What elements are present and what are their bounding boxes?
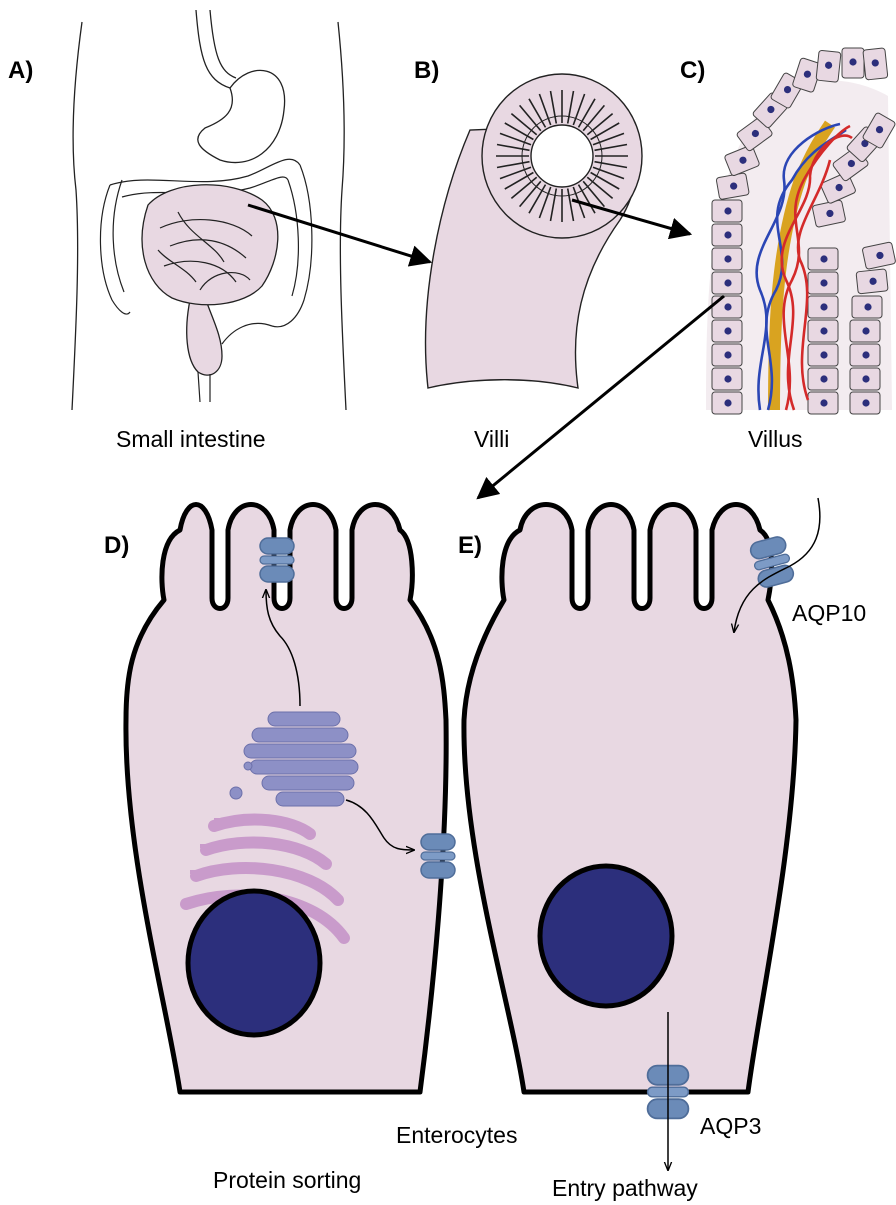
epithelial-cell [808, 368, 838, 390]
epithelial-cell [850, 368, 880, 390]
epithelial-cell [808, 320, 838, 342]
epithelial-cell [712, 272, 742, 294]
lateral-aquaporin-d [421, 834, 455, 878]
epithelial-cell [808, 248, 838, 270]
panel-c-label: C) [680, 57, 705, 84]
epithelial-cell [850, 392, 880, 414]
epithelial-cell [850, 320, 880, 342]
epithelial-cell [850, 344, 880, 366]
epithelial-cell [852, 296, 882, 318]
epithelial-cell [716, 173, 749, 200]
villus [706, 48, 896, 414]
nucleus-d [188, 891, 320, 1035]
apical-aquaporin-d [260, 538, 294, 582]
epithelial-cell [712, 248, 742, 270]
panel-b-label: B) [414, 57, 439, 84]
panel-d-caption: Protein sorting [213, 1167, 361, 1193]
epithelial-cell [842, 48, 864, 78]
panel-e-caption: Entry pathway [552, 1175, 698, 1201]
nucleus-e [540, 866, 672, 1006]
epithelial-cell [712, 392, 742, 414]
panel-e: E) AQP10 AQP3 Entry pathway [458, 498, 866, 1201]
rectum [187, 300, 222, 402]
epithelial-cell [712, 224, 742, 246]
epithelial-cell [712, 368, 742, 390]
aqp10-label: AQP10 [792, 600, 866, 626]
panel-b-caption: Villi [474, 426, 509, 452]
small-intestine [142, 185, 278, 305]
panel-c-caption: Villus [748, 426, 803, 452]
panel-d: D) Protein sorting [104, 505, 455, 1194]
panel-a-label: A) [8, 57, 33, 84]
panel-c: C) Villus [680, 48, 896, 452]
aqp3-label: AQP3 [700, 1113, 761, 1139]
epithelial-cell [856, 269, 888, 294]
epithelial-cell [808, 392, 838, 414]
epithelial-cell [712, 296, 742, 318]
stomach [198, 70, 285, 162]
epithelial-cell [863, 48, 888, 80]
epithelial-cell [712, 200, 742, 222]
epithelial-cell [816, 50, 841, 82]
epithelial-cell [808, 296, 838, 318]
epithelial-cell [808, 272, 838, 294]
panel-a-caption: Small intestine [116, 426, 266, 452]
epithelial-cell [712, 320, 742, 342]
panel-a: A) [8, 10, 346, 452]
intestine-tube [426, 74, 642, 388]
enterocytes-label: Enterocytes [396, 1122, 517, 1148]
panel-d-label: D) [104, 532, 129, 559]
epithelial-cell [808, 344, 838, 366]
panel-e-label: E) [458, 532, 482, 559]
epithelial-cell [712, 344, 742, 366]
